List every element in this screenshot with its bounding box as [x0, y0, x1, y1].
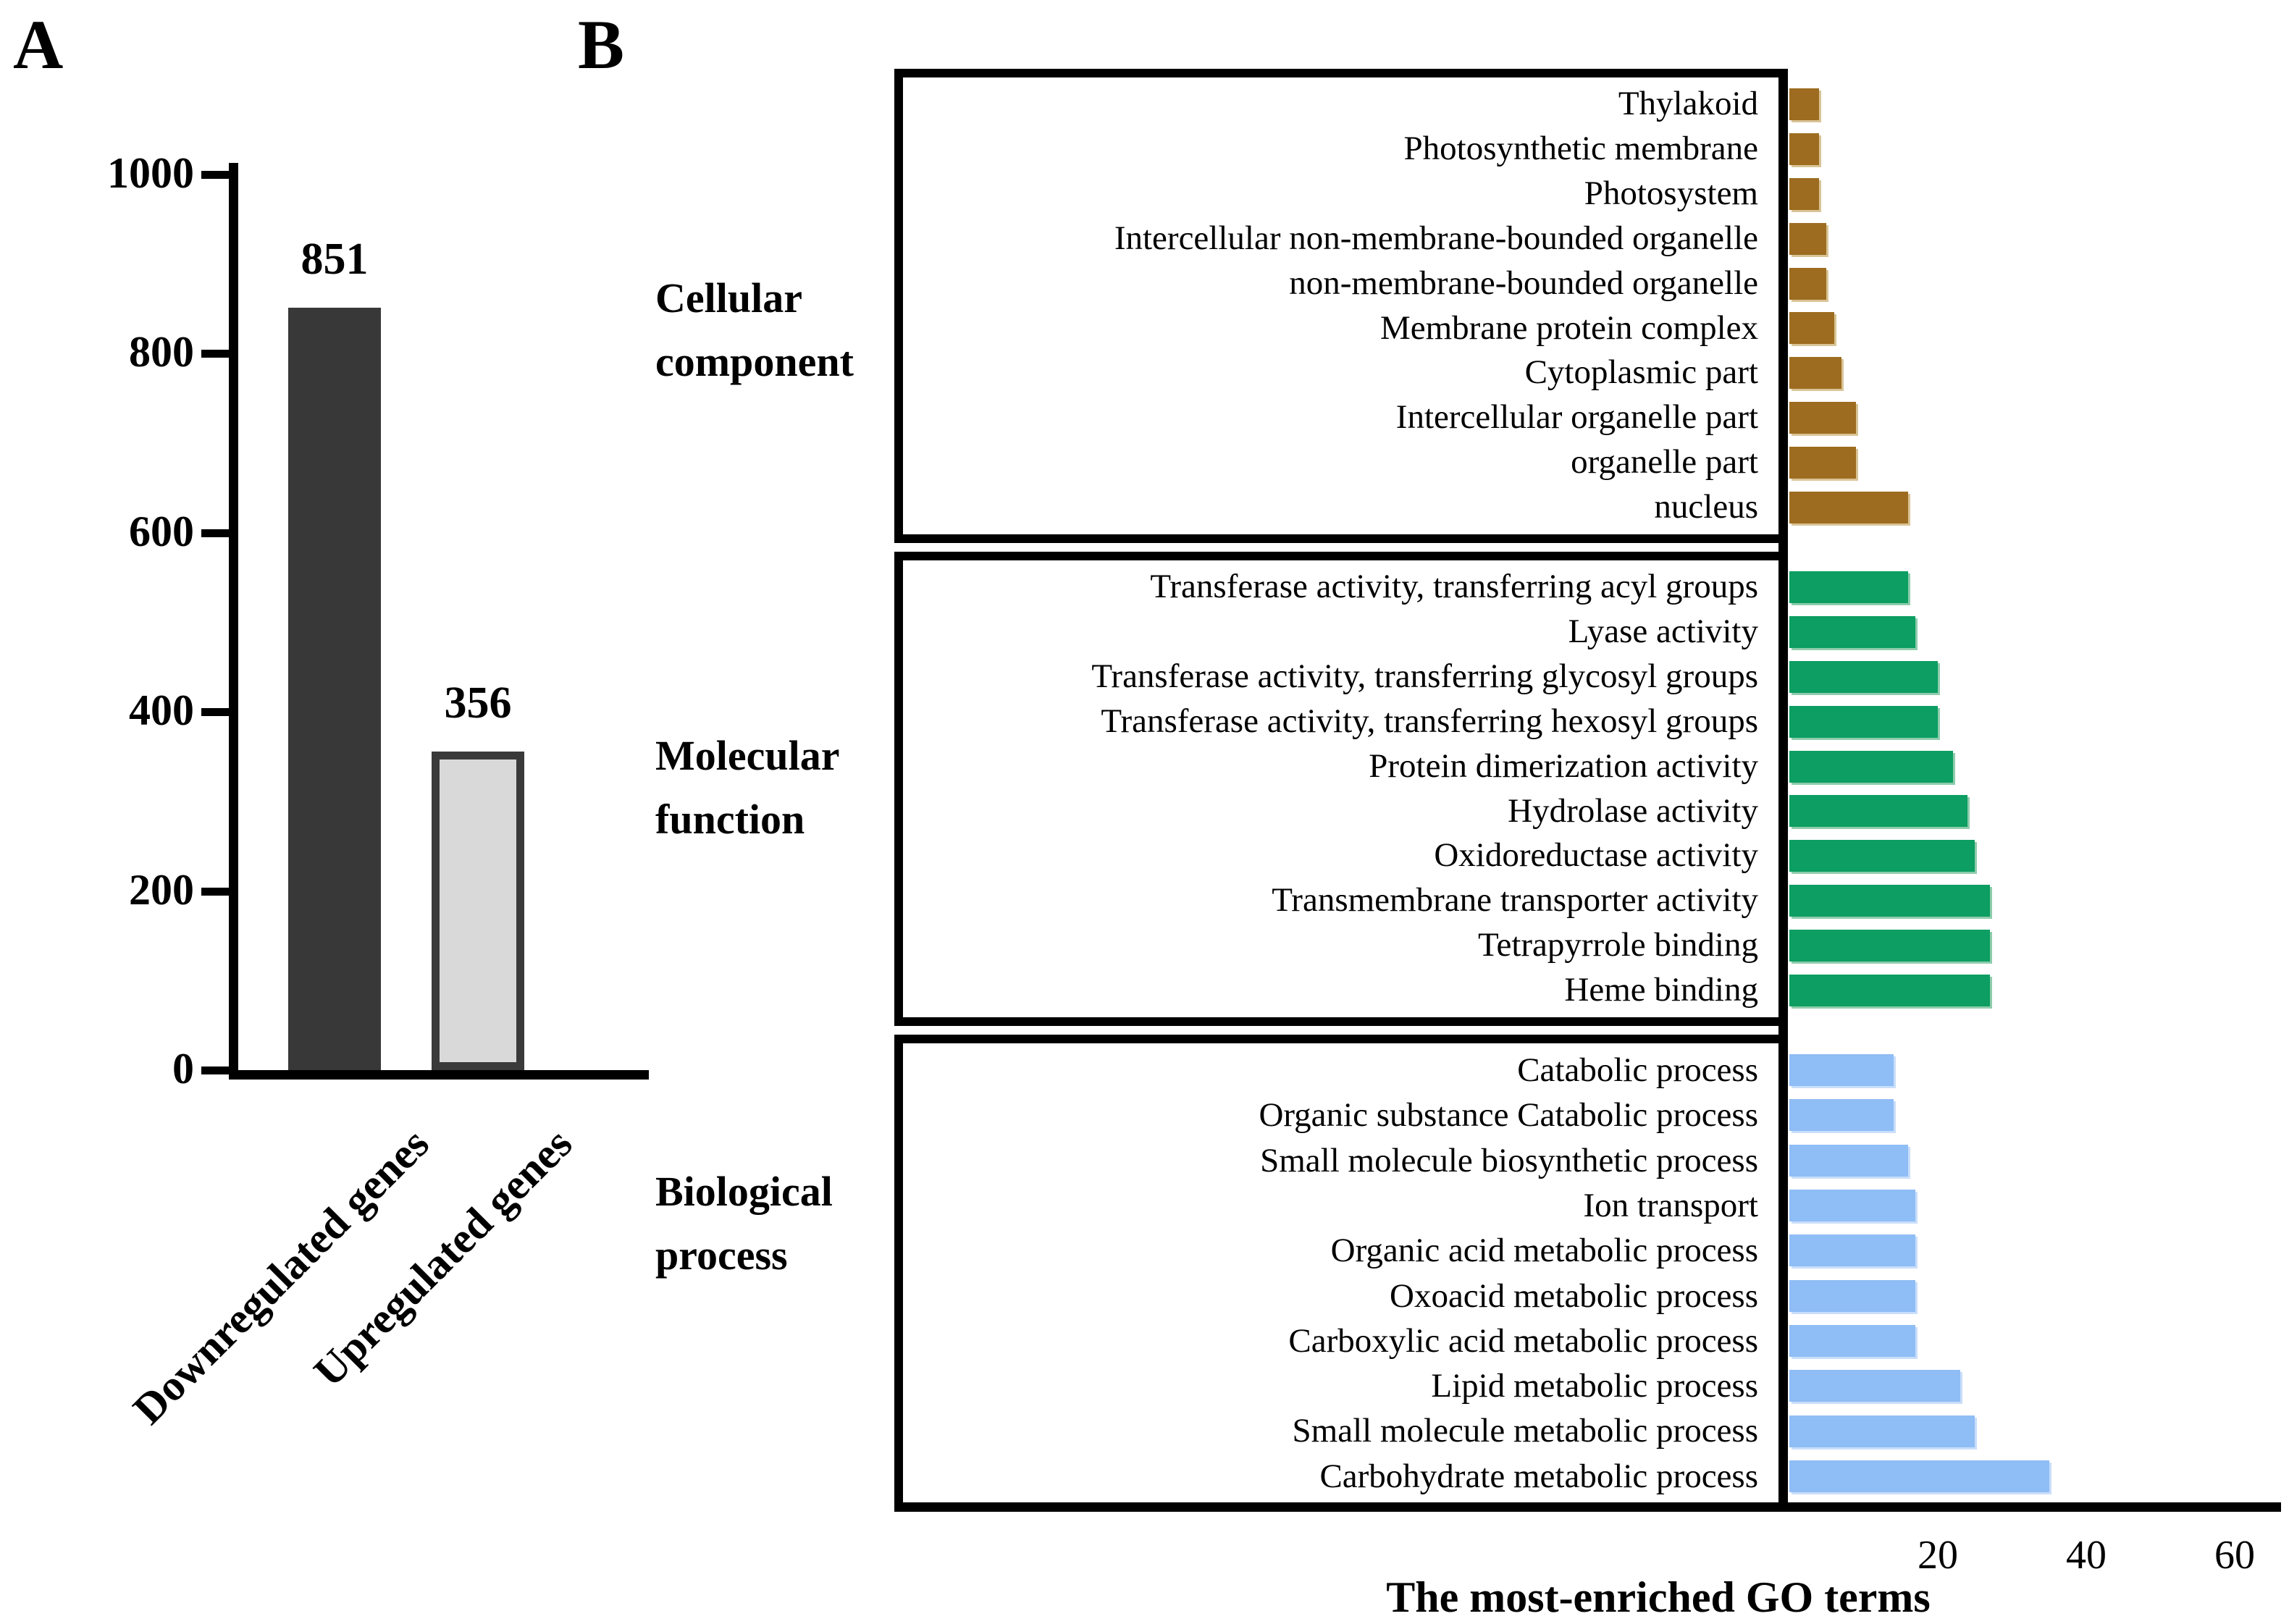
- go-term-row-label: Intercellular organelle part: [1395, 398, 1758, 437]
- go-bar-molecular-function: [1789, 975, 1990, 1007]
- go-term-row-label: Ion transport: [1583, 1186, 1758, 1224]
- y-tick-label: 800: [129, 328, 194, 376]
- go-bar-molecular-function: [1789, 660, 1938, 693]
- go-bar-molecular-function: [1789, 615, 1916, 648]
- go-bar-biological-process: [1789, 1190, 1916, 1222]
- go-term-row-label: Transmembrane transporter activity: [1272, 881, 1758, 920]
- section-label-cellular-component: Cellular component: [655, 274, 854, 385]
- x-axis-title: The most-enriched GO terms: [1386, 1573, 1931, 1621]
- go-bar-cellular-component: [1789, 492, 1908, 524]
- go-bar-biological-process: [1789, 1054, 1894, 1087]
- go-bar-molecular-function: [1789, 571, 1908, 603]
- y-tick-label: 200: [129, 865, 194, 914]
- go-term-row-label: Intercellular non-membrane-bounded organ…: [1114, 219, 1758, 257]
- go-term-row-label: Lyase activity: [1568, 612, 1758, 650]
- go-bar-biological-process: [1789, 1099, 1894, 1132]
- go-bar-cellular-component: [1789, 357, 1841, 390]
- go-bar-molecular-function: [1789, 885, 1990, 917]
- go-bar-cellular-component: [1789, 267, 1827, 300]
- go-bar-biological-process: [1789, 1279, 1916, 1312]
- y-tick-mark: [201, 887, 229, 896]
- go-term-row-label: Transferase activity, transferring hexos…: [1101, 702, 1758, 740]
- go-bar-biological-process: [1789, 1234, 1916, 1267]
- go-term-row-label: Oxidoreductase activity: [1434, 836, 1758, 875]
- go-bar-cellular-component: [1789, 402, 1857, 434]
- bar-value-label: 851: [301, 235, 369, 285]
- go-term-row-label: Heme binding: [1564, 971, 1758, 1009]
- x-axis-line: [229, 1070, 649, 1080]
- go-bar-biological-process: [1789, 1324, 1916, 1357]
- b-x-tick-label: 40: [2066, 1533, 2107, 1578]
- go-term-row-label: organelle part: [1571, 443, 1758, 481]
- go-bar-cellular-component: [1789, 222, 1827, 255]
- go-term-row-label: Carboxylic acid metabolic process: [1288, 1321, 1758, 1360]
- go-term-row-label: Lipid metabolic process: [1431, 1367, 1758, 1405]
- b-y-axis-line: [1778, 69, 1788, 1512]
- panel-b-letter: B: [578, 6, 625, 83]
- go-bar-cellular-component: [1789, 88, 1819, 120]
- y-tick-mark: [201, 529, 229, 537]
- go-term-row-label: Tetrapyrrole binding: [1478, 926, 1758, 964]
- bar-value-label: 356: [444, 678, 512, 728]
- y-tick-label: 1000: [107, 149, 194, 197]
- y-axis-line: [229, 163, 238, 1080]
- go-term-row-label: Carbohydrate metabolic process: [1319, 1457, 1758, 1495]
- go-term-row-label: Photosystem: [1584, 174, 1758, 212]
- go-term-row-label: Organic acid metabolic process: [1330, 1232, 1758, 1270]
- section-box-biological-process: [894, 1035, 1778, 1512]
- go-term-row-label: Organic substance Catabolic process: [1259, 1096, 1758, 1135]
- go-bar-cellular-component: [1789, 177, 1819, 210]
- go-term-row-label: Protein dimerization activity: [1369, 746, 1758, 785]
- panel-a-letter: A: [13, 6, 64, 83]
- go-bar-biological-process: [1789, 1370, 1960, 1402]
- y-tick-label: 600: [129, 507, 194, 555]
- go-term-row-label: Transferase activity, transferring acyl …: [1150, 568, 1758, 605]
- go-term-row-label: Oxoacid metabolic process: [1390, 1276, 1758, 1315]
- y-tick-label: 0: [172, 1045, 194, 1093]
- go-term-row-label: Thylakoid: [1618, 85, 1758, 122]
- bar-downregulated-genes: [288, 308, 381, 1070]
- bar-upregulated-genes: [432, 751, 524, 1070]
- y-tick-mark: [201, 1066, 229, 1074]
- y-tick-mark: [201, 350, 229, 358]
- section-box-cellular-component: [894, 69, 1778, 543]
- y-tick-label: 400: [129, 686, 194, 735]
- go-term-row-label: Membrane protein complex: [1379, 308, 1758, 347]
- go-bar-molecular-function: [1789, 705, 1938, 738]
- go-bar-molecular-function: [1789, 795, 1967, 828]
- go-bar-cellular-component: [1789, 447, 1857, 479]
- section-label-biological-process: Biological process: [655, 1168, 833, 1279]
- go-bar-molecular-function: [1789, 930, 1990, 962]
- go-bar-cellular-component: [1789, 312, 1834, 345]
- go-bar-biological-process: [1789, 1460, 2049, 1492]
- b-x-tick-label: 60: [2214, 1533, 2255, 1578]
- y-tick-mark: [201, 171, 229, 179]
- go-term-row-label: Hydrolase activity: [1508, 791, 1758, 830]
- go-bar-cellular-component: [1789, 132, 1819, 165]
- x-category-label: Upregulated genes: [304, 1119, 581, 1396]
- go-bar-molecular-function: [1789, 750, 1953, 783]
- b-x-tick-label: 20: [1918, 1533, 1958, 1578]
- go-term-row-label: non-membrane-bounded organelle: [1289, 264, 1758, 302]
- go-bar-molecular-function: [1789, 840, 1975, 872]
- go-term-row-label: Cytoplasmic part: [1524, 353, 1758, 392]
- go-term-row-label: Small molecule biosynthetic process: [1260, 1141, 1758, 1179]
- go-term-row-label: Small molecule metabolic process: [1292, 1412, 1758, 1450]
- section-box-molecular-function: [894, 552, 1778, 1026]
- go-term-row-label: Transferase activity, transferring glyco…: [1091, 657, 1758, 695]
- y-tick-mark: [201, 708, 229, 717]
- go-term-row-label: Catabolic process: [1517, 1051, 1758, 1089]
- section-label-molecular-function: Molecular function: [655, 732, 839, 843]
- go-term-row-label: Photosynthetic membrane: [1403, 129, 1758, 167]
- go-term-row-label: nucleus: [1654, 488, 1758, 526]
- go-bar-biological-process: [1789, 1144, 1908, 1177]
- go-bar-biological-process: [1789, 1415, 1975, 1447]
